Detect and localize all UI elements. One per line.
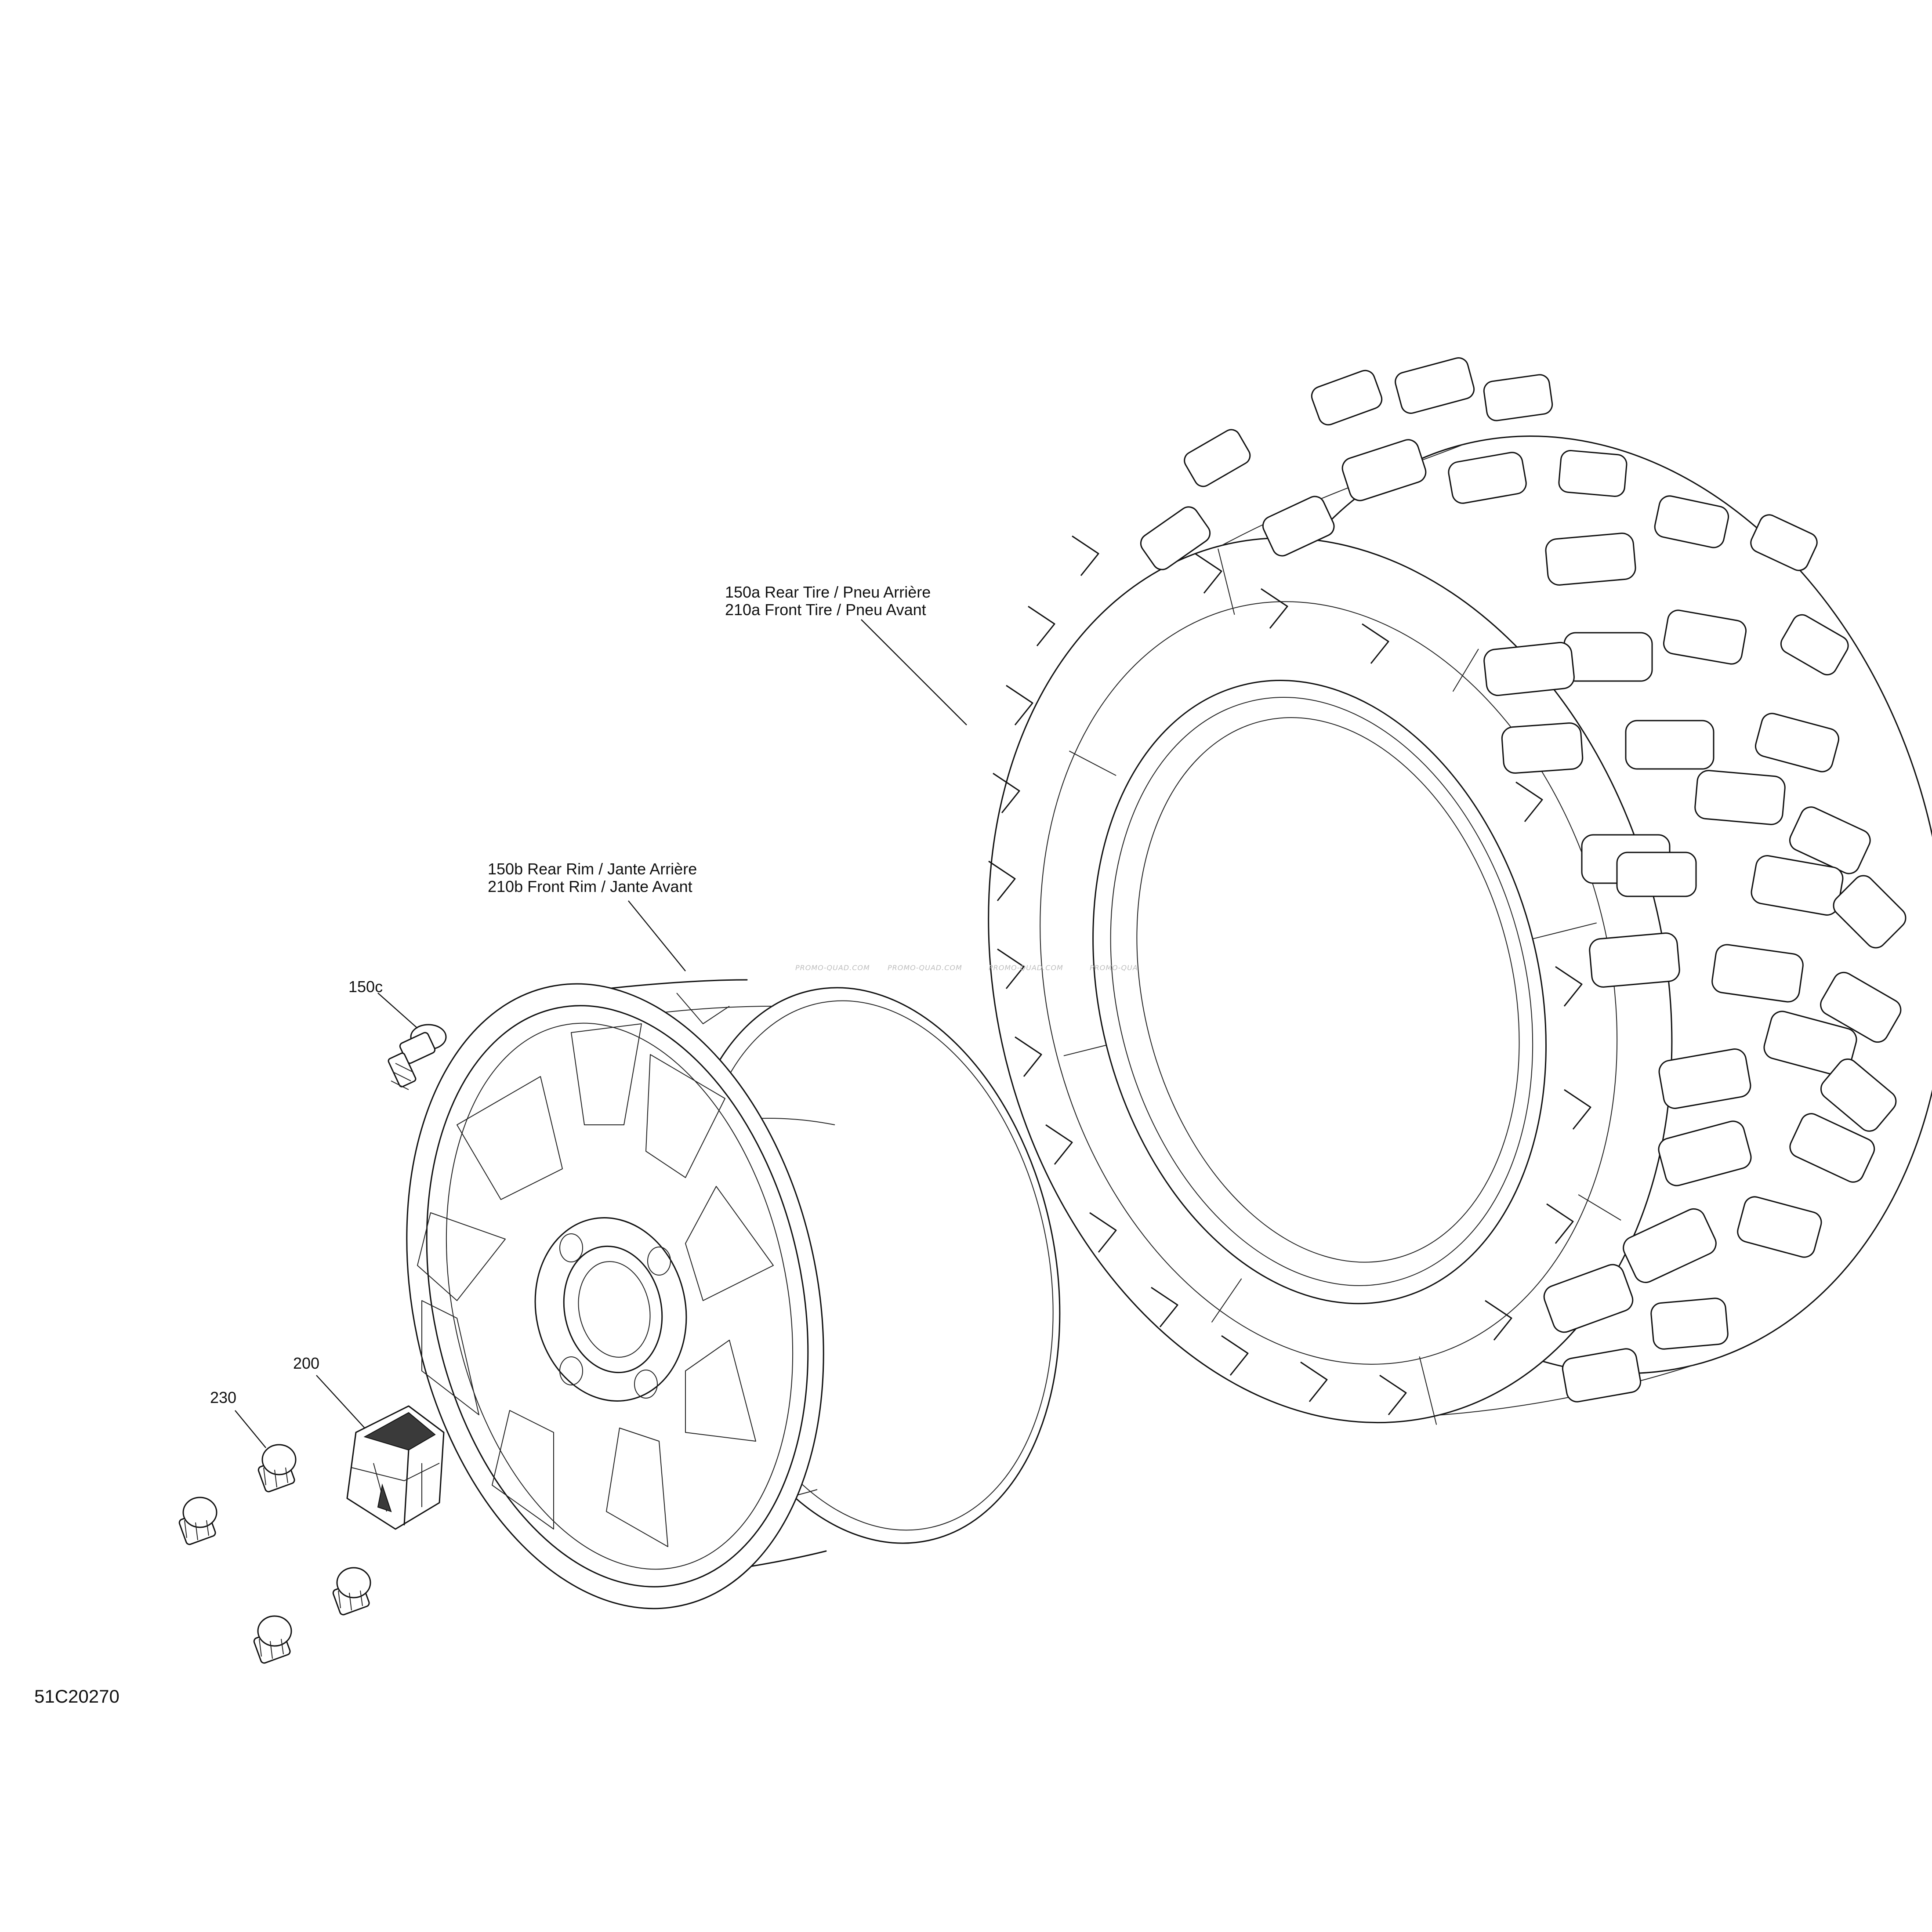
hub-cap-drawing (346, 1405, 445, 1530)
lug-nut-callout: 230 (210, 1388, 236, 1406)
watermark: PROMO-QUAD.COM PROMO-QUAD.COM PROMO-QUAD… (795, 964, 1138, 972)
lug-nut (332, 1567, 371, 1616)
hub-cap-callout: 200 (293, 1354, 319, 1372)
rim-callout-line-2: 210b Front Rim / Jante Avant (488, 877, 692, 895)
tire-leader-line (861, 619, 967, 725)
figure-id: 51C20270 (34, 1686, 120, 1707)
tire-shoulder-chevrons (988, 535, 1591, 1415)
lug-nut (253, 1615, 292, 1664)
lug-nut-leader-line (235, 1410, 266, 1448)
tire-tread-lugs (1140, 357, 1907, 1403)
watermark-text: PROMO-QUA (1090, 964, 1138, 972)
rim-leader-line (628, 900, 686, 971)
tire-callout-line-2: 210a Front Tire / Pneu Avant (725, 601, 926, 619)
watermark-text: PROMO-QUAD.COM (888, 964, 962, 972)
watermark-text: PROMO-QUAD.COM (989, 964, 1063, 972)
hub-cap-leader-line (316, 1375, 365, 1428)
lug-nut (178, 1497, 217, 1545)
lug-nut (257, 1444, 297, 1493)
tire-drawing (988, 435, 1932, 1425)
valve-leader-line (377, 993, 418, 1029)
rim-callout-line-1: 150b Rear Rim / Jante Arrière (488, 860, 697, 878)
lug-nut-drawings (178, 1444, 371, 1664)
leader-lines (235, 619, 967, 1448)
rim-drawing (406, 979, 1061, 1609)
valve-callout: 150c (348, 978, 383, 996)
watermark-text: PROMO-QUAD.COM (795, 964, 870, 972)
tire-callout-line-1: 150a Rear Tire / Pneu Arrière (725, 583, 931, 601)
valve-stem-drawing (388, 1024, 447, 1090)
